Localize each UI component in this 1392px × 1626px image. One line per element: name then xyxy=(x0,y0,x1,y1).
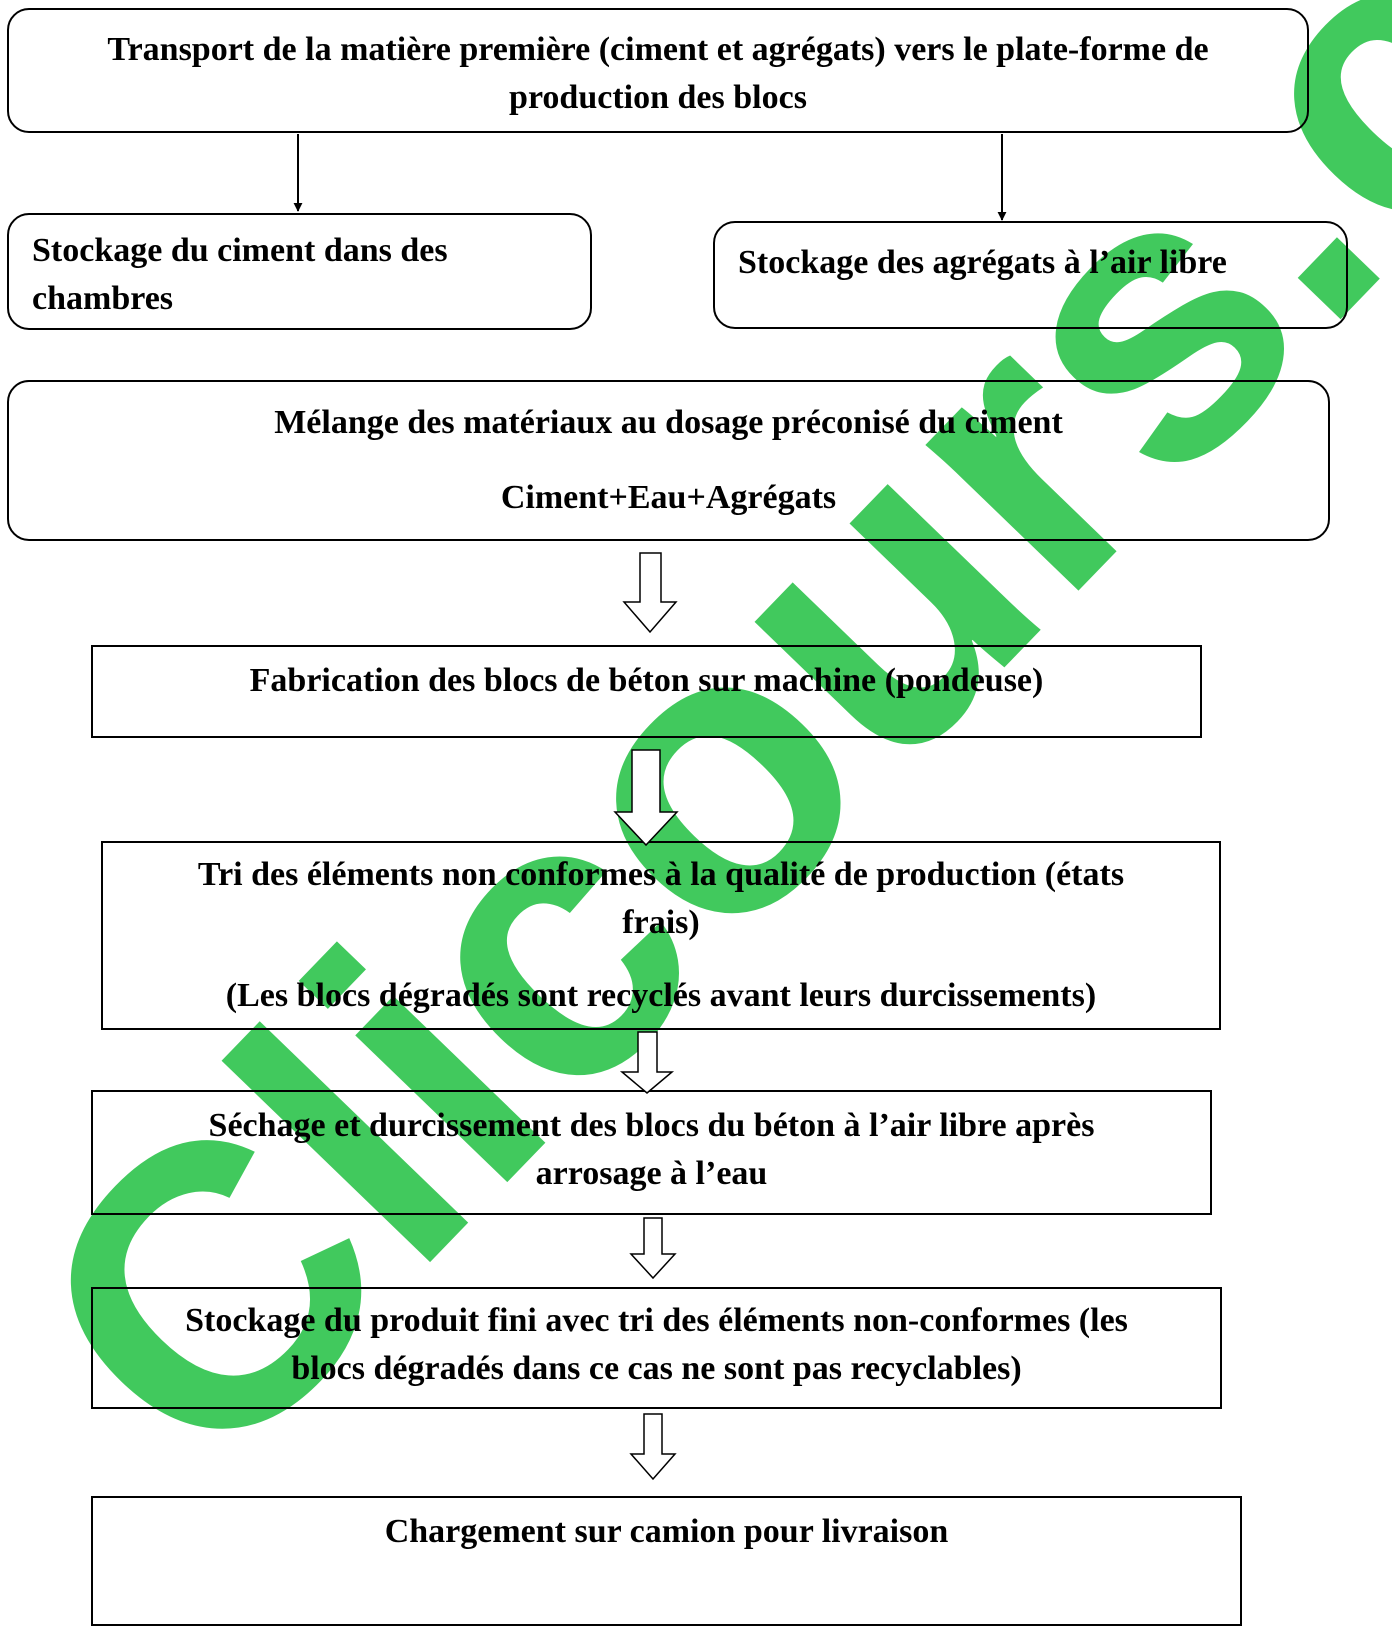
step-transport: Transport de la matière première (ciment… xyxy=(7,8,1309,133)
step-sechage-line1: Séchage et durcissement des blocs du bét… xyxy=(208,1107,1095,1144)
step-stockage-ciment: Stockage du ciment dans des chambres xyxy=(7,213,592,330)
block-arrow-sechage-to-stockage xyxy=(629,1217,677,1280)
step-sechage: Séchage et durcissement des blocs du bét… xyxy=(91,1090,1212,1215)
block-arrow-fabrication-to-tri xyxy=(613,749,679,847)
step-melange: Mélange des matériaux au dosage préconis… xyxy=(7,380,1330,541)
step-tri-line1: Tri des éléments non conformes à la qual… xyxy=(197,856,1125,893)
step-transport-line2: production des blocs xyxy=(509,79,807,116)
step-transport-line1: Transport de la matière première (ciment… xyxy=(107,31,1209,68)
step-stockage-agregats-line1: Stockage des agrégats à l’air libre xyxy=(738,244,1227,281)
step-tri: Tri des éléments non conformes à la qual… xyxy=(101,841,1221,1030)
step-tri-line3: (Les blocs dégradés sont recyclés avant … xyxy=(225,977,1097,1014)
block-arrow-tri-to-sechage xyxy=(619,1031,675,1094)
block-arrow-melange-to-fabrication xyxy=(622,552,678,634)
step-stockage-fini: Stockage du produit fini avec tri des él… xyxy=(91,1287,1222,1409)
step-tri-line2: frais) xyxy=(622,904,700,941)
step-chargement: Chargement sur camion pour livraison xyxy=(91,1496,1242,1626)
step-stockage-ciment-line1: Stockage du ciment dans des xyxy=(32,232,448,269)
block-arrow-stockage-to-chargement xyxy=(629,1413,677,1481)
step-stockage-ciment-line2: chambres xyxy=(32,280,174,317)
step-stockage-agregats: Stockage des agrégats à l’air libre xyxy=(713,221,1348,329)
step-melange-line1: Mélange des matériaux au dosage préconis… xyxy=(274,404,1063,441)
step-stockage-fini-line2: blocs dégradés dans ce cas ne sont pas r… xyxy=(291,1350,1022,1387)
step-fabrication: Fabrication des blocs de béton sur machi… xyxy=(91,645,1202,738)
step-fabrication-line1: Fabrication des blocs de béton sur machi… xyxy=(249,662,1044,699)
step-melange-line2: Ciment+Eau+Agrégats xyxy=(500,479,837,516)
step-chargement-line1: Chargement sur camion pour livraison xyxy=(384,1513,949,1550)
step-sechage-line2: arrosage à l’eau xyxy=(535,1155,768,1192)
step-stockage-fini-line1: Stockage du produit fini avec tri des él… xyxy=(185,1302,1128,1339)
